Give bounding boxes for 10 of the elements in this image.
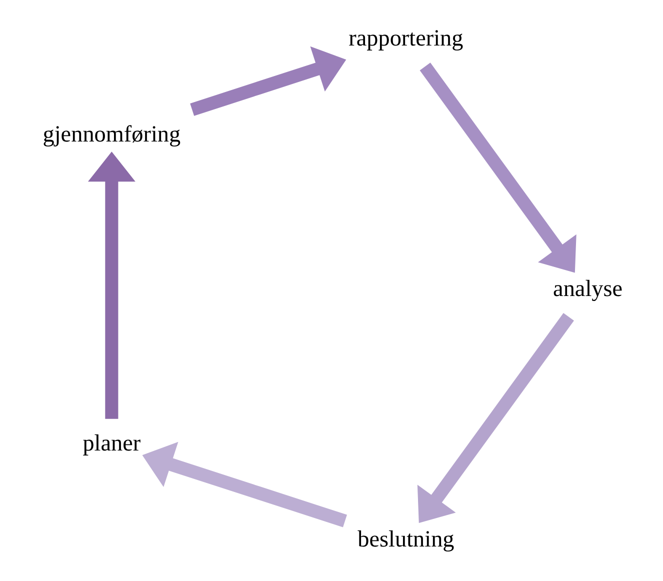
arrow (87, 152, 135, 419)
node-text: planer (82, 430, 140, 457)
node-text: analyse (552, 276, 622, 302)
arrow (416, 312, 574, 524)
node-text: rapportering (348, 26, 463, 52)
arrow (142, 442, 346, 528)
arrow (190, 46, 346, 116)
node-text: beslutning (357, 526, 454, 552)
arrow (419, 62, 576, 273)
node-text: gjennomføring (42, 121, 180, 148)
